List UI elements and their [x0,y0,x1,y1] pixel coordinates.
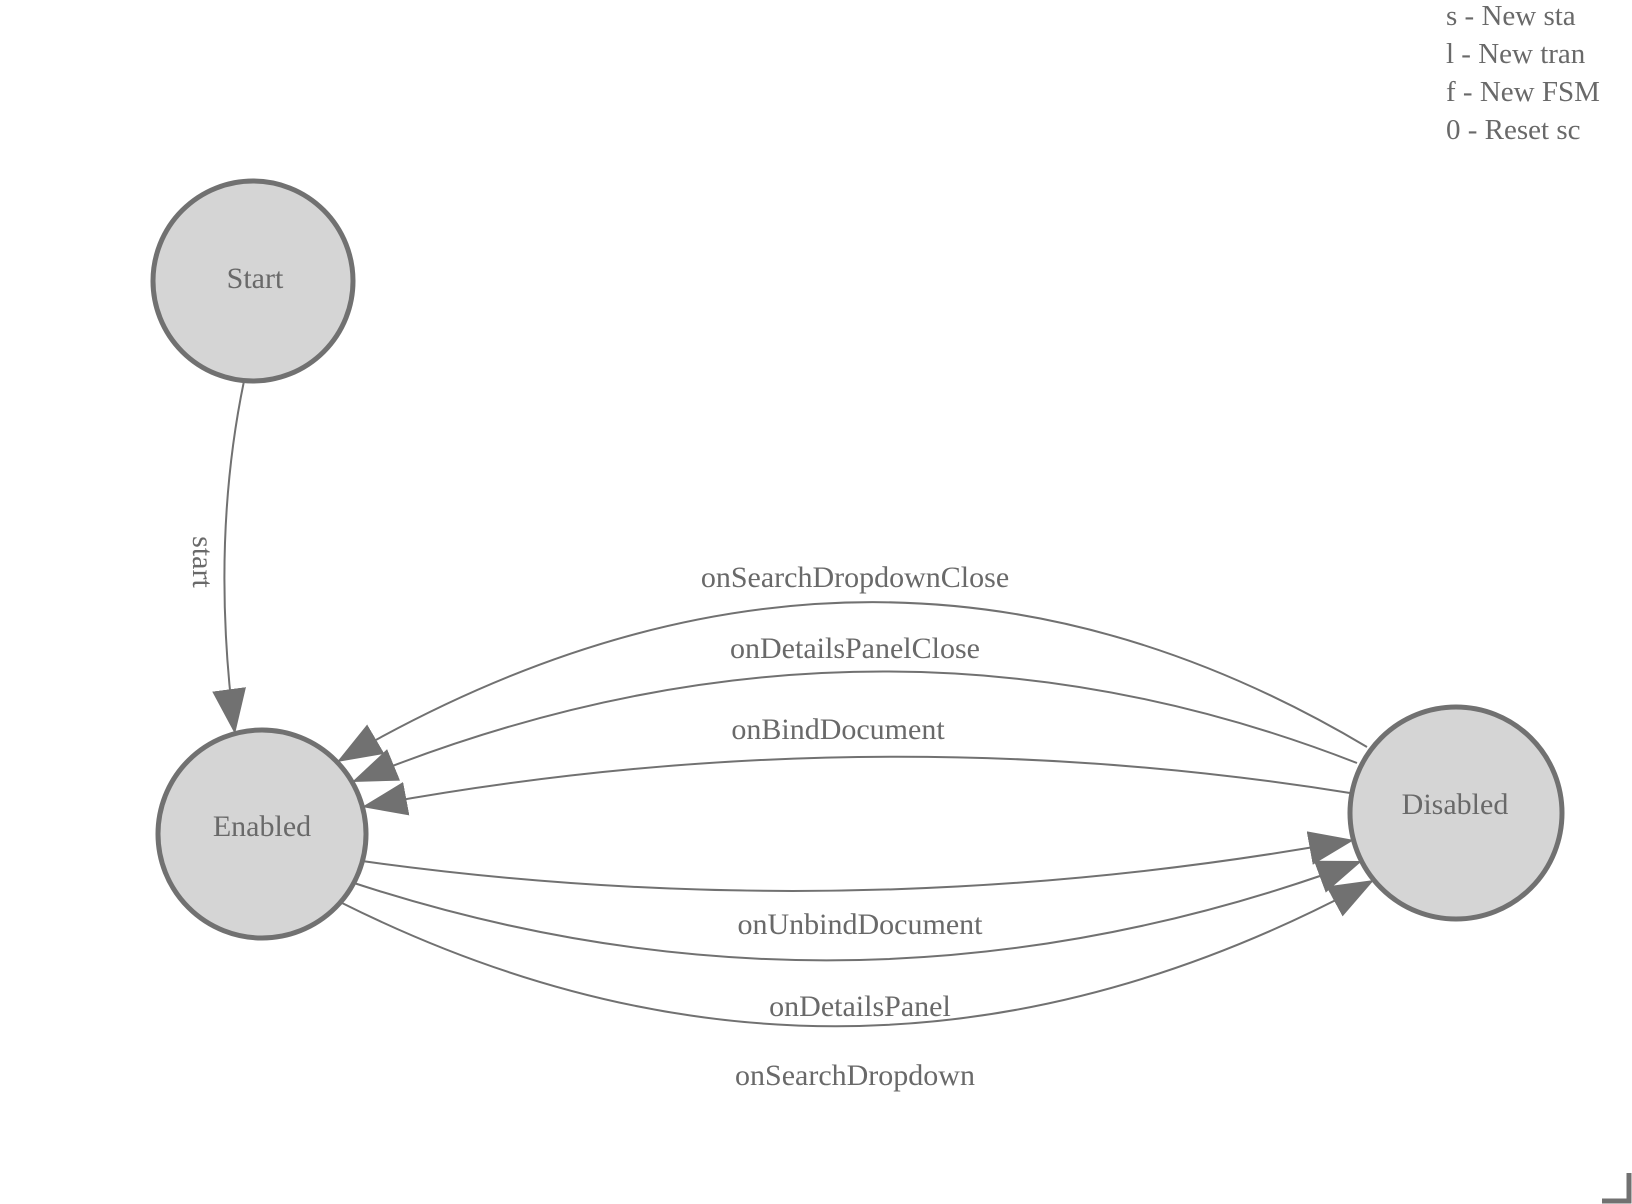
state-node-disabled[interactable] [1347,704,1565,922]
state-label-enabled: Enabled [213,810,311,843]
shortcut-line-new-fsm: f - New FSM [1446,76,1600,108]
shortcut-line-new-state: s - New sta [1446,0,1576,32]
state-node-start[interactable] [150,178,356,384]
transition-edge-onSearchDropdown[interactable] [339,879,1375,1028]
transition-label-onDetailsPanel: onDetailsPanel [769,990,951,1023]
state-label-start: Start [227,262,284,295]
shortcut-line-reset: 0 - Reset sc [1446,114,1581,146]
transition-label-onUnbindDocument: onUnbindDocument [738,908,984,941]
transition-edge-onDetailsPanel[interactable] [353,860,1363,962]
state-node-enabled[interactable] [155,727,369,941]
transition-label-start: start [186,536,219,588]
transition-edge-onBindDocument[interactable] [361,755,1351,816]
transition-label-onDetailsPanelClose: onDetailsPanelClose [730,632,980,665]
transition-label-onSearchDropdownClose: onSearchDropdownClose [701,561,1009,594]
canvas-corner-mark [1602,1173,1632,1204]
transition-label-onSearchDropdown: onSearchDropdown [735,1059,975,1092]
state-label-disabled: Disabled [1402,788,1509,821]
transition-edge-onSearchDropdownClose[interactable] [336,601,1368,763]
transition-edge-onDetailsPanelClose[interactable] [351,670,1358,783]
transition-edge-start[interactable] [212,380,246,735]
transition-edge-onUnbindDocument[interactable] [361,831,1355,892]
transition-label-onBindDocument: onBindDocument [731,713,945,746]
shortcut-line-new-transition: l - New tran [1446,38,1586,70]
shortcuts-help: s - New sta l - New tran f - New FSM 0 -… [1446,0,1632,149]
